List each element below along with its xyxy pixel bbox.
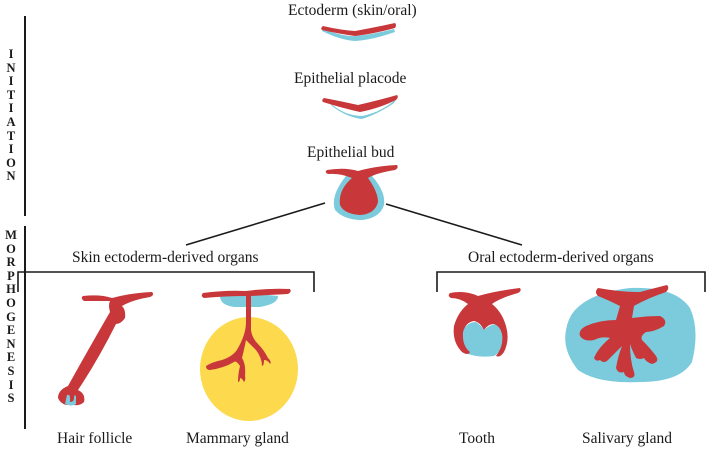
phase-letter: I	[8, 47, 14, 61]
organ-label-hair-follicle: Hair follicle	[57, 430, 133, 447]
branch-line-oral	[385, 203, 523, 246]
phase-letter: P	[7, 268, 15, 283]
phase-letter: S	[7, 363, 15, 378]
phase-letter: T	[6, 128, 16, 143]
phase-letter: T	[6, 87, 16, 102]
placode-epithelium	[322, 95, 398, 112]
salivary-epithelium	[579, 285, 669, 378]
phase-letter: H	[6, 282, 16, 297]
organ-label-tooth: Tooth	[459, 430, 495, 447]
mammary-fat-pad	[200, 317, 298, 421]
tooth-mesenchyme	[462, 322, 504, 357]
phase-letter: S	[7, 391, 15, 406]
mammary-gland-illustration	[200, 288, 298, 421]
bud-epithelium	[325, 165, 398, 215]
phase-letter: I	[8, 74, 14, 89]
ectoderm-epithelium	[321, 23, 396, 36]
mammary-duct-tree	[201, 288, 291, 382]
phase-letter: O	[6, 295, 16, 310]
phase-letter: N	[6, 60, 16, 75]
phase-letter: M	[5, 228, 17, 242]
ectoderm-mesenchyme	[322, 29, 395, 41]
bracket-oral	[436, 271, 706, 292]
placode-mesenchyme	[330, 99, 396, 119]
morphogenesis-bar	[24, 226, 26, 429]
placode-illustration	[322, 95, 398, 119]
group-title-oral: Oral ectoderm-derived organs	[468, 249, 654, 266]
stage-label-ectoderm: Ectoderm (skin/oral)	[288, 2, 417, 19]
stage-label-placode: Epithelial placode	[294, 70, 407, 87]
phase-letter: E	[6, 350, 16, 365]
organ-label-mammary-gland: Mammary gland	[186, 430, 289, 447]
phase-letter: I	[8, 101, 14, 116]
phase-letter: N	[6, 336, 16, 351]
phase-letter: R	[6, 255, 16, 270]
phase-letter: I	[8, 377, 14, 392]
phase-letter: A	[6, 114, 16, 129]
phase-letter: E	[6, 323, 16, 338]
hair-follicle-illustration	[58, 292, 154, 406]
group-title-skin: Skin ectoderm-derived organs	[72, 249, 259, 266]
tooth-epithelium	[448, 288, 521, 357]
branch-line-skin	[185, 202, 326, 246]
phase-letter: N	[6, 169, 16, 184]
hair-follicle-epithelium	[58, 292, 154, 406]
organ-label-salivary-gland: Salivary gland	[582, 430, 672, 447]
tooth-illustration	[448, 288, 521, 357]
phase-letter: G	[6, 309, 16, 324]
salivary-gland-illustration	[565, 285, 696, 383]
ectoderm-illustration	[321, 23, 396, 41]
phase-letter: O	[6, 241, 16, 256]
phase-letter: I	[8, 142, 14, 157]
phase-letter: O	[6, 155, 16, 170]
initiation-bar	[24, 16, 26, 216]
bud-illustration	[325, 165, 398, 220]
bracket-skin	[17, 271, 315, 292]
stage-label-bud: Epithelial bud	[307, 144, 395, 161]
hair-follicle-papilla	[65, 394, 76, 406]
